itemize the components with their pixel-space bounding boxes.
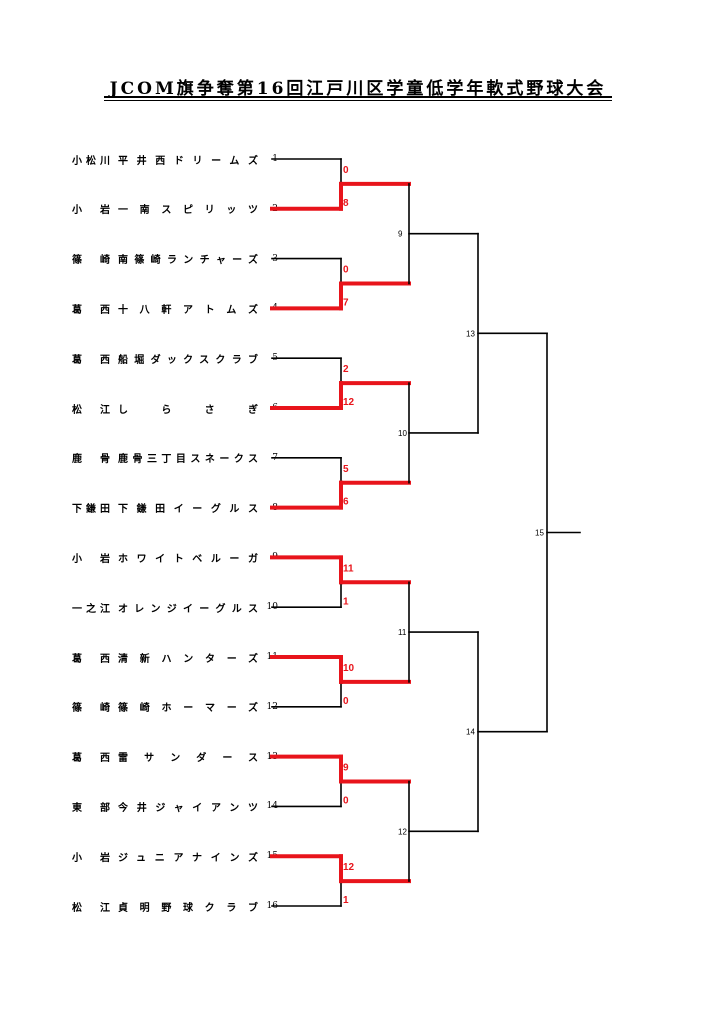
match-number: 9	[398, 230, 403, 239]
score: 0	[343, 696, 349, 707]
score: 10	[343, 663, 355, 674]
team-name: ホワイトベルーガ	[118, 553, 258, 565]
team-area: 小岩	[72, 553, 110, 565]
score: 0	[343, 265, 349, 276]
match-number: 11	[398, 628, 407, 637]
score: 8	[343, 198, 349, 209]
team-area: 松江	[72, 404, 110, 416]
score: 0	[343, 796, 349, 807]
match-number: 15	[535, 529, 544, 538]
page-title: JCOM旗争奪第16回江戸川区学童低学年軟式野球大会	[109, 79, 607, 99]
team-area: 葛西	[72, 354, 110, 366]
team-name: 雷サンダース	[118, 753, 258, 765]
team-area: 小岩	[72, 205, 110, 217]
score: 0	[343, 165, 349, 176]
team-area: 東部	[72, 802, 110, 814]
title-underline	[104, 96, 612, 101]
match-number: 10	[398, 429, 407, 438]
team-name: 下鎌田イーグルス	[118, 504, 258, 516]
score: 11	[343, 563, 354, 574]
score: 5	[343, 464, 349, 475]
team-name: 南篠崎ランチャーズ	[118, 255, 258, 267]
score: 1	[343, 895, 349, 906]
score: 6	[343, 497, 349, 508]
team-name: オレンジイーグルス	[118, 603, 258, 615]
team-name: しらさぎ	[118, 404, 258, 416]
team-name: 船堀ダックスクラブ	[118, 354, 258, 366]
team-area: 小松川	[72, 155, 110, 167]
team-name: 貞明野球クラブ	[118, 902, 258, 914]
score: 1	[343, 596, 349, 607]
team-name: 今井ジャイアンツ	[118, 802, 258, 814]
team-name: 篠崎ホーマーズ	[118, 703, 258, 715]
team-name: 一南スピリッツ	[118, 205, 258, 217]
team-name: 十八軒アトムズ	[118, 304, 258, 316]
team-area: 葛西	[72, 304, 110, 316]
team-name: ジュニアナインズ	[118, 852, 258, 864]
team-area: 下鎌田	[72, 504, 110, 516]
team-name: 清新ハンターズ	[118, 653, 258, 665]
score: 2	[343, 364, 349, 375]
score: 12	[343, 397, 355, 408]
score: 12	[343, 862, 355, 873]
match-number: 14	[466, 728, 475, 737]
team-area: 葛西	[72, 753, 110, 765]
match-number: 12	[398, 827, 407, 836]
team-area: 一之江	[72, 603, 110, 615]
team-area: 小岩	[72, 852, 110, 864]
team-area: 葛西	[72, 653, 110, 665]
score: 9	[343, 763, 349, 774]
score: 7	[343, 298, 349, 309]
team-name: 平井西ドリームズ	[118, 155, 258, 167]
team-area: 鹿骨	[72, 454, 110, 466]
match-number: 13	[466, 329, 475, 338]
team-name: 鹿骨三丁目スネークス	[118, 454, 258, 466]
team-area: 松江	[72, 902, 110, 914]
team-area: 篠崎	[72, 255, 110, 267]
team-area: 篠崎	[72, 703, 110, 715]
